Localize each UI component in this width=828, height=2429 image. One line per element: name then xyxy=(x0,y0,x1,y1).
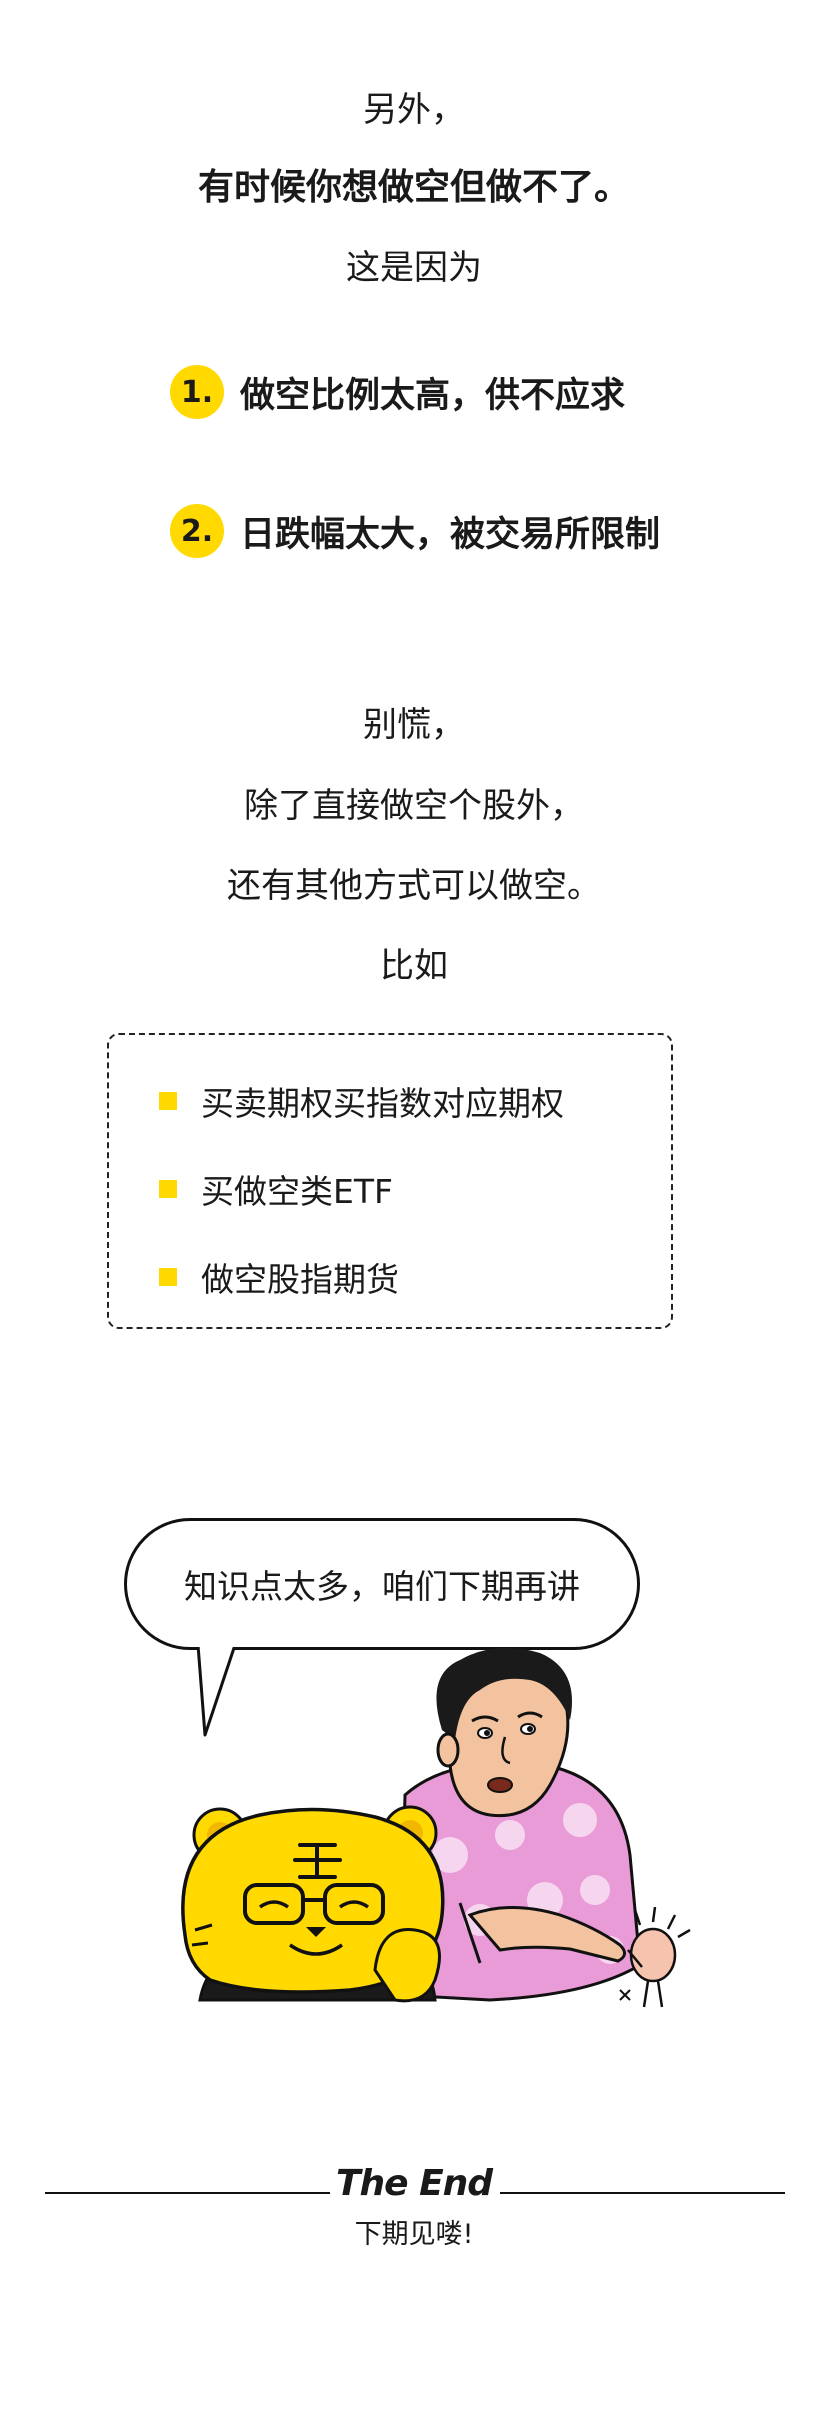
middle-line-3: 还有其他方式可以做空。 xyxy=(227,866,601,906)
intro-headline: 有时候你想做空但做不了。 xyxy=(197,167,630,208)
method-text: 买卖期权买指数对应期权 xyxy=(201,1084,564,1123)
speech-tail-icon xyxy=(196,1645,238,1737)
speech-bubble: 知识点太多，咱们下期再讲 xyxy=(124,1518,640,1650)
intro-line-1: 另外， xyxy=(363,90,465,130)
method-text: 买做空类ETF xyxy=(201,1172,393,1211)
reason-number-badge: 1. xyxy=(170,365,224,419)
cartoon-illustration xyxy=(181,1645,691,2008)
bullet-square-icon xyxy=(159,1092,177,1110)
speech-bubble-text: 知识点太多，咱们下期再讲 xyxy=(184,1567,580,1606)
intro-line-3: 这是因为 xyxy=(346,248,482,288)
tiny-creature-icon xyxy=(619,1906,691,2008)
reason-text: 日跌幅太大，被交易所限制 xyxy=(240,514,661,555)
old-man-icon xyxy=(398,1647,642,2002)
footer-divider-left xyxy=(45,2192,330,2194)
list-item: 买卖期权买指数对应期权 xyxy=(159,1077,564,1125)
middle-line-2: 除了直接做空个股外， xyxy=(244,786,584,826)
reason-item-1: 1. 做空比例太高，供不应求 xyxy=(170,365,625,419)
reason-item-2: 2. 日跌幅太大，被交易所限制 xyxy=(170,504,660,558)
reason-number-badge: 2. xyxy=(170,504,224,558)
list-item: 买做空类ETF xyxy=(159,1165,393,1213)
method-text: 做空股指期货 xyxy=(201,1260,399,1299)
middle-line-4: 比如 xyxy=(380,946,448,986)
list-item: 做空股指期货 xyxy=(159,1253,399,1301)
footer-subtitle: 下期见喽! xyxy=(354,2219,474,2250)
tiger-mascot-icon xyxy=(181,1805,445,2003)
bullet-square-icon xyxy=(159,1180,177,1198)
methods-box: 买卖期权买指数对应期权 买做空类ETF 做空股指期货 xyxy=(107,1033,673,1329)
middle-line-1: 别慌， xyxy=(363,705,465,745)
footer-divider-right xyxy=(500,2192,785,2194)
reason-text: 做空比例太高，供不应求 xyxy=(240,375,626,416)
footer-title: The End xyxy=(335,2163,493,2204)
bullet-square-icon xyxy=(159,1268,177,1286)
